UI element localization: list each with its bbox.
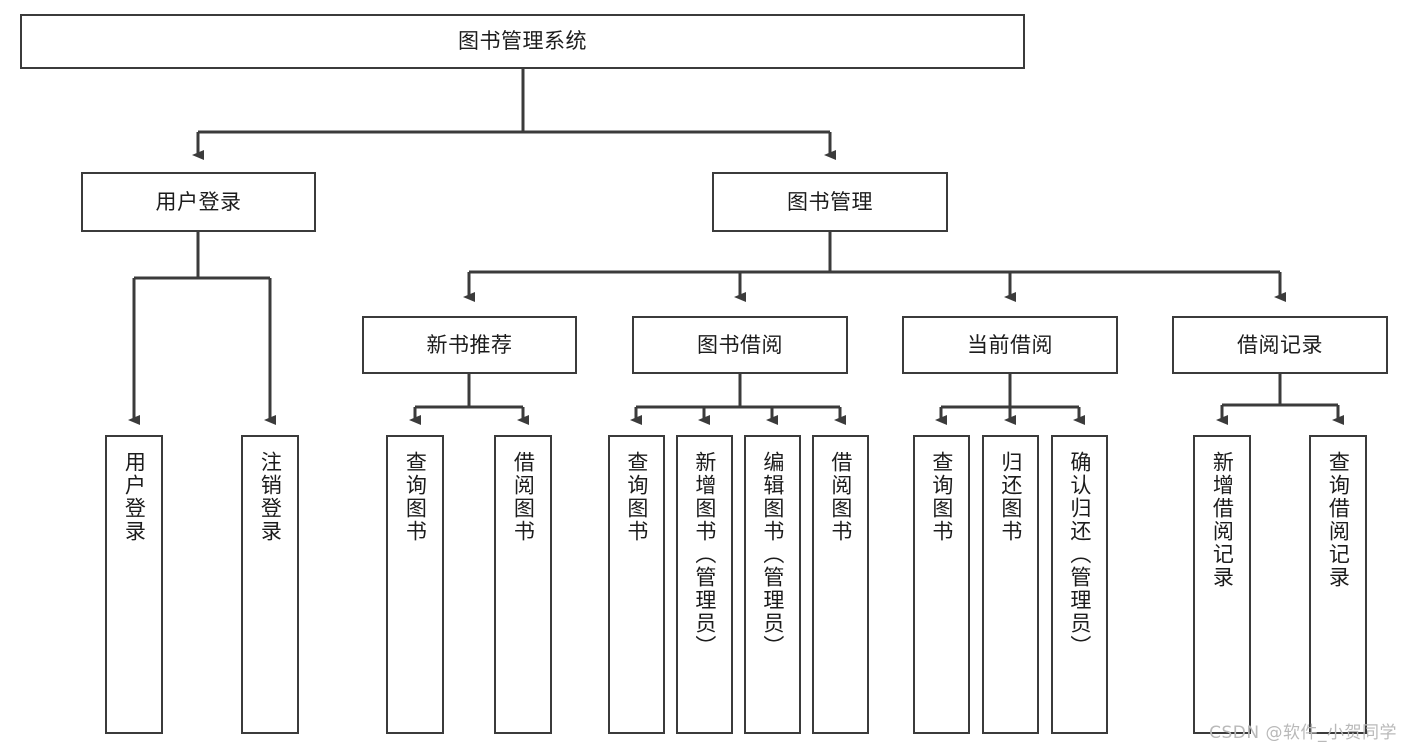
leaf-user-login-signout[interactable]: 注销登录 <box>241 435 299 734</box>
leaf-current-confirm-return-label: 确认归还（管理员） <box>1067 451 1092 658</box>
node-user-login[interactable]: 用户登录 <box>81 172 316 232</box>
leaf-borrow-query-book-label: 查询图书 <box>624 451 649 543</box>
leaf-borrow-edit-book-label: 编辑图书（管理员） <box>760 451 785 658</box>
leaf-current-return-book[interactable]: 归还图书 <box>982 435 1039 734</box>
leaf-current-query-book[interactable]: 查询图书 <box>913 435 970 734</box>
node-new-book-recommend-label: 新书推荐 <box>426 332 513 357</box>
leaf-new-book-query-label: 查询图书 <box>403 451 428 543</box>
node-book-borrow[interactable]: 图书借阅 <box>632 316 848 374</box>
node-root[interactable]: 图书管理系统 <box>20 14 1025 69</box>
leaf-new-book-borrow-label: 借阅图书 <box>511 451 536 543</box>
node-current-borrow[interactable]: 当前借阅 <box>902 316 1118 374</box>
node-new-book-recommend[interactable]: 新书推荐 <box>362 316 577 374</box>
leaf-borrow-borrow-book[interactable]: 借阅图书 <box>812 435 869 734</box>
watermark: CSDN @软件_小贺同学 <box>1209 723 1397 743</box>
leaf-user-login-signin[interactable]: 用户登录 <box>105 435 163 734</box>
node-borrow-records-label: 借阅记录 <box>1237 332 1323 357</box>
leaf-new-book-borrow[interactable]: 借阅图书 <box>494 435 552 734</box>
leaf-borrow-add-book-label: 新增图书（管理员） <box>692 451 717 658</box>
leaf-current-return-book-label: 归还图书 <box>998 451 1023 543</box>
leaf-current-query-book-label: 查询图书 <box>929 451 954 543</box>
node-borrow-records[interactable]: 借阅记录 <box>1172 316 1388 374</box>
leaf-records-add-label: 新增借阅记录 <box>1210 451 1235 589</box>
leaf-borrow-borrow-book-label: 借阅图书 <box>828 451 853 543</box>
node-current-borrow-label: 当前借阅 <box>967 332 1053 357</box>
leaf-borrow-query-book[interactable]: 查询图书 <box>608 435 665 734</box>
leaf-records-add[interactable]: 新增借阅记录 <box>1193 435 1251 734</box>
node-user-login-label: 用户登录 <box>155 189 242 214</box>
leaf-new-book-query[interactable]: 查询图书 <box>386 435 444 734</box>
leaf-records-query[interactable]: 查询借阅记录 <box>1309 435 1367 734</box>
node-root-label: 图书管理系统 <box>458 29 587 54</box>
node-book-borrow-label: 图书借阅 <box>697 332 783 357</box>
leaf-user-login-signout-label: 注销登录 <box>258 451 283 543</box>
leaf-user-login-signin-label: 用户登录 <box>122 451 147 543</box>
leaf-records-query-label: 查询借阅记录 <box>1326 451 1351 589</box>
node-book-management-label: 图书管理 <box>787 189 873 214</box>
leaf-current-confirm-return[interactable]: 确认归还（管理员） <box>1051 435 1108 734</box>
leaf-borrow-edit-book[interactable]: 编辑图书（管理员） <box>744 435 801 734</box>
leaf-borrow-add-book[interactable]: 新增图书（管理员） <box>676 435 733 734</box>
node-book-management[interactable]: 图书管理 <box>712 172 948 232</box>
